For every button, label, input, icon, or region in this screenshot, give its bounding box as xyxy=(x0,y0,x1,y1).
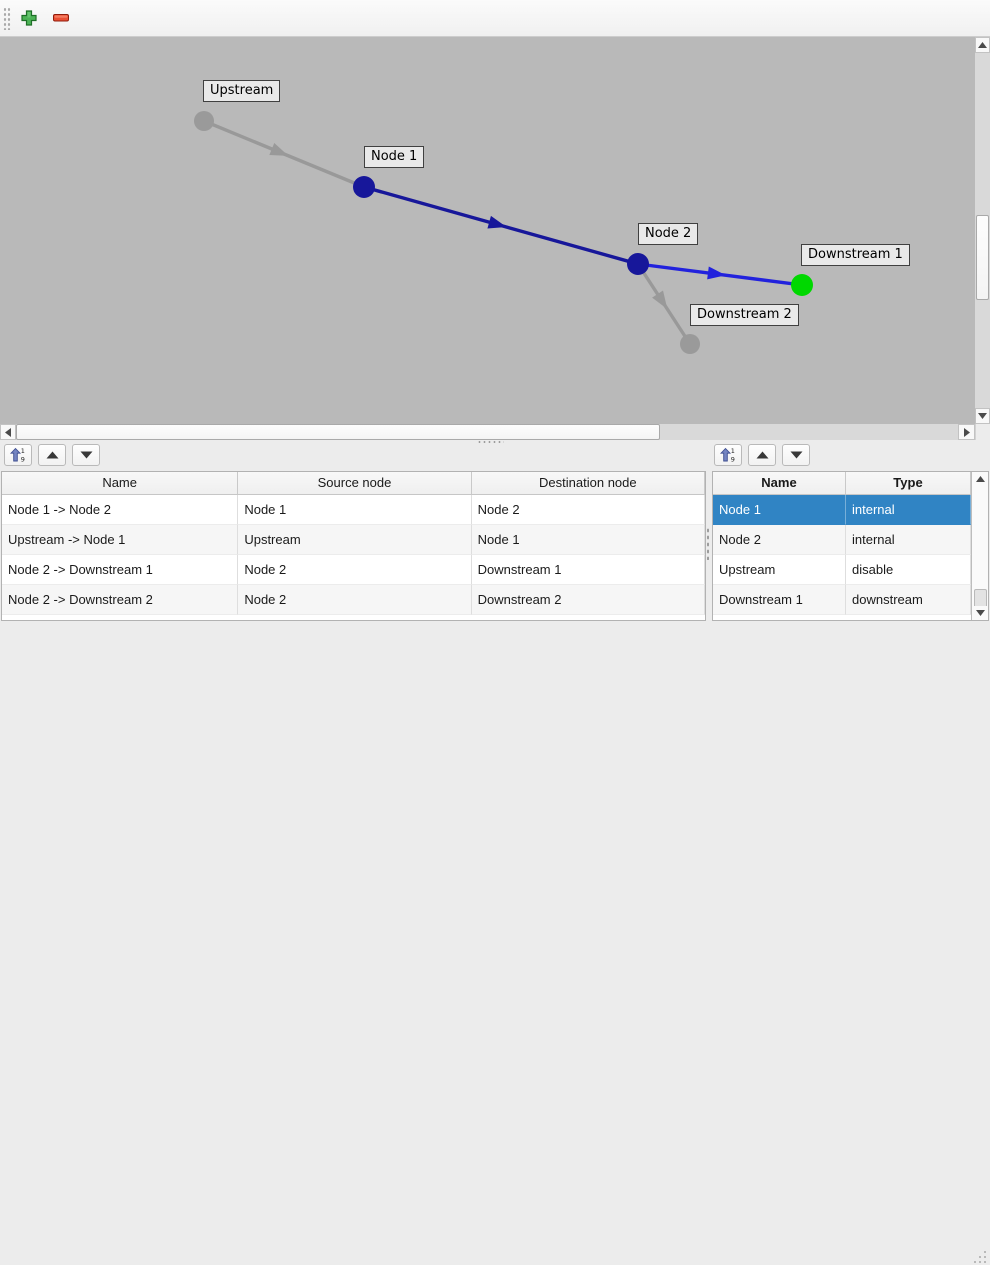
edge-arrow-icon xyxy=(652,290,668,310)
table-cell[interactable]: Node 2 xyxy=(238,585,472,615)
table-cell[interactable]: downstream xyxy=(846,585,971,615)
arrow-down-icon xyxy=(976,609,985,616)
table-cell[interactable]: internal xyxy=(846,525,971,555)
arrow-right-icon xyxy=(963,427,970,437)
table-cell[interactable]: internal xyxy=(846,495,971,525)
column-header[interactable]: Source node xyxy=(238,472,472,494)
table-cell[interactable]: Node 1 xyxy=(238,495,472,525)
graph-node-downstream1[interactable] xyxy=(791,274,813,296)
svg-text:1: 1 xyxy=(21,447,25,455)
table-cell[interactable]: Node 2 xyxy=(471,495,705,525)
table-cell[interactable]: Downstream 2 xyxy=(471,585,705,615)
scroll-up-button[interactable] xyxy=(975,37,990,53)
table-cell[interactable]: Upstream xyxy=(238,525,472,555)
edges-move-up-button[interactable] xyxy=(38,444,66,466)
arrow-down-icon xyxy=(978,413,987,419)
node-label-downstream2[interactable]: Downstream 2 xyxy=(690,304,799,326)
horizontal-pane-splitter[interactable] xyxy=(477,440,504,445)
graph xyxy=(194,111,813,354)
scroll-down-button[interactable] xyxy=(973,606,988,619)
toolbar-grip[interactable] xyxy=(3,7,11,30)
table-cell[interactable]: Upstream -> Node 1 xyxy=(2,525,239,555)
table-cell[interactable]: Node 1 -> Node 2 xyxy=(2,495,239,525)
column-header[interactable]: Name xyxy=(2,472,239,494)
sort-ascending-icon: 1 9 xyxy=(10,447,25,464)
scrollbar-corner xyxy=(975,424,990,440)
move-down-icon xyxy=(790,451,802,459)
edges-move-down-button[interactable] xyxy=(72,444,100,466)
horizontal-scrollbar-thumb[interactable] xyxy=(16,424,660,440)
add-button[interactable] xyxy=(16,5,42,31)
table-cell[interactable]: Upstream xyxy=(713,555,846,585)
edges-sort-button[interactable]: 1 9 xyxy=(4,444,32,466)
move-down-icon xyxy=(80,451,92,459)
edge-arrow-icon xyxy=(487,215,507,229)
vertical-pane-splitter[interactable] xyxy=(706,527,711,560)
nodes-sort-button[interactable]: 1 9 xyxy=(714,444,742,466)
node-label-upstream[interactable]: Upstream xyxy=(203,80,281,102)
arrow-left-icon xyxy=(5,427,11,437)
table-cell[interactable]: Node 1 xyxy=(471,525,705,555)
edge-arrow-icon xyxy=(707,266,726,280)
column-header[interactable]: Type xyxy=(846,472,971,494)
table-cell[interactable]: Node 2 -> Downstream 2 xyxy=(2,585,239,615)
node-label-node1[interactable]: Node 1 xyxy=(364,146,425,168)
scroll-right-button[interactable] xyxy=(958,424,975,440)
canvas-vertical-scrollbar xyxy=(975,37,990,424)
move-up-icon xyxy=(756,451,768,459)
graph-node-upstream[interactable] xyxy=(194,111,214,131)
window-resize-grip[interactable] xyxy=(974,1251,988,1265)
table-cell[interactable]: Downstream 1 xyxy=(713,585,846,615)
edge-arrow-icon xyxy=(269,142,289,156)
node-label-node2[interactable]: Node 2 xyxy=(638,223,699,245)
arrow-up-icon xyxy=(976,475,985,482)
arrow-up-icon xyxy=(978,42,987,48)
remove-button[interactable] xyxy=(48,5,74,31)
status-strip xyxy=(0,621,990,1263)
table-cell[interactable]: disable xyxy=(846,555,971,585)
main-toolbar xyxy=(0,0,990,37)
table-cell[interactable]: Downstream 1 xyxy=(471,555,705,585)
graph-node-node1[interactable] xyxy=(353,176,375,198)
move-up-icon xyxy=(46,451,58,459)
table-cell[interactable]: Node 2 xyxy=(238,555,472,585)
canvas-horizontal-scrollbar xyxy=(0,424,975,440)
table-cell[interactable]: Node 2 -> Downstream 1 xyxy=(2,555,239,585)
graph-node-downstream2[interactable] xyxy=(680,334,700,354)
table-cell[interactable]: Node 1 xyxy=(713,495,846,525)
column-header[interactable]: Name xyxy=(713,472,846,494)
vertical-scrollbar-thumb[interactable] xyxy=(976,215,989,300)
minus-icon xyxy=(53,14,69,22)
svg-text:9: 9 xyxy=(21,456,25,464)
nodes-move-up-button[interactable] xyxy=(748,444,776,466)
scroll-left-button[interactable] xyxy=(0,424,16,440)
column-header[interactable]: Destination node xyxy=(472,472,705,494)
sort-ascending-icon: 1 9 xyxy=(720,447,735,464)
nodes-move-down-button[interactable] xyxy=(782,444,810,466)
scroll-down-button[interactable] xyxy=(975,408,990,424)
svg-text:9: 9 xyxy=(731,456,735,464)
svg-text:1: 1 xyxy=(731,447,735,455)
graph-node-node2[interactable] xyxy=(627,253,649,275)
table-cell[interactable]: Node 2 xyxy=(713,525,846,555)
node-label-downstream1[interactable]: Downstream 1 xyxy=(801,244,910,266)
scroll-up-button[interactable] xyxy=(973,472,988,485)
nodes-table-scrollbar xyxy=(971,472,988,620)
plus-icon xyxy=(21,10,37,26)
